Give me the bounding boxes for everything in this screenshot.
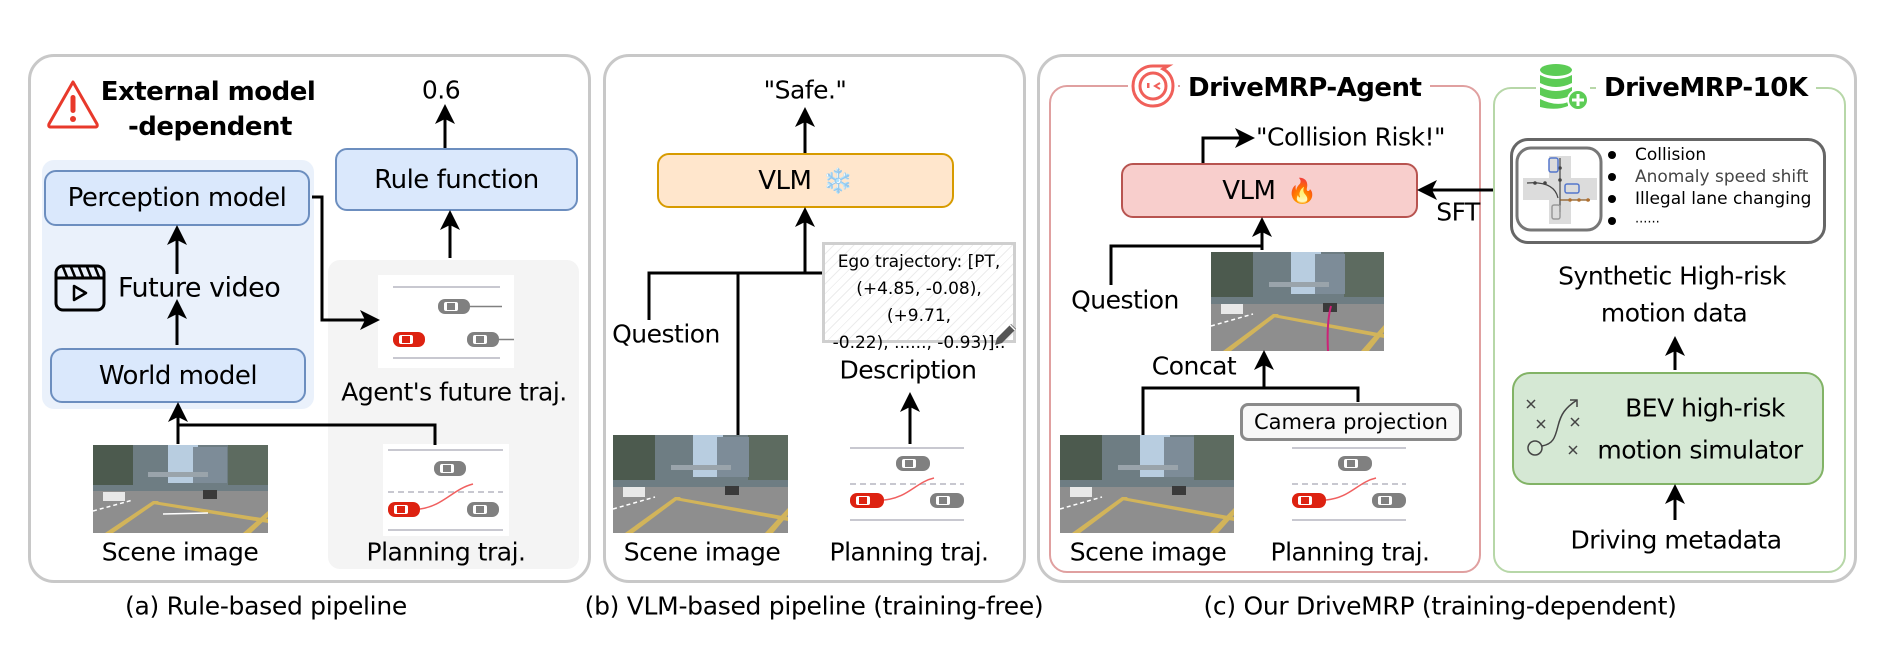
risk-bullet-1	[1608, 151, 1616, 159]
risk-type-more: ......	[1635, 211, 1660, 227]
rule-function-box: Rule function	[335, 148, 578, 211]
agent-logo-icon	[1128, 62, 1178, 110]
pencil-icon	[995, 324, 1016, 345]
planning-traj-image-a	[383, 444, 509, 536]
question-label-b: Question	[612, 319, 720, 349]
description-line-3: -0.22), ......, -0.93)]..	[832, 333, 1006, 353]
ego-car	[393, 332, 425, 347]
scene-image-b	[613, 435, 788, 533]
scene-image-c	[1060, 435, 1234, 533]
agent-future-traj-label: Agent's future traj.	[341, 377, 567, 407]
other-car-2	[467, 332, 514, 347]
projected-trajectory	[1326, 305, 1332, 351]
rule-output-value: 0.6	[421, 75, 461, 105]
vlm-frozen-label: VLM	[758, 165, 812, 196]
description-line-1: Ego trajectory: [PT,	[837, 252, 1001, 272]
planning-traj-c-label: Planning traj.	[1270, 537, 1430, 567]
concat-label: Concat	[1151, 351, 1237, 381]
planning-traj-image-c	[1290, 446, 1408, 524]
trajectory-plan-icon	[1526, 399, 1580, 456]
simulator-line1: BEV high-risk	[1625, 393, 1785, 423]
drivemrp-agent-title: DriveMRP-Agent	[1180, 73, 1430, 103]
driving-metadata-label: Driving metadata	[1570, 525, 1782, 555]
scene-image-b-label: Scene image	[623, 537, 781, 567]
vlm-output-safe: "Safe."	[763, 75, 847, 105]
description-line-2: (+4.85, -0.08), (+9.71,	[856, 279, 982, 326]
video-clapper-icon	[54, 264, 106, 312]
vlm-trainable-label: VLM	[1222, 175, 1276, 206]
caption-c: (c) Our DriveMRP (training-dependent)	[1203, 591, 1677, 621]
planning-traj-a-label: Planning traj.	[366, 537, 526, 567]
scene-image-c-label: Scene image	[1069, 537, 1227, 567]
projected-scene-image	[1211, 252, 1384, 351]
vlm-frozen-box: VLM ❄️	[657, 153, 954, 208]
caption-a: (a) Rule-based pipeline	[125, 591, 407, 621]
world-model-box: World model	[50, 348, 306, 403]
bev-simulator-box	[1512, 372, 1824, 485]
risk-bullet-4	[1608, 217, 1616, 225]
synthetic-data-line2: motion data	[1600, 298, 1748, 328]
risk-type-illegal-lane: Illegal lane changing	[1635, 189, 1812, 209]
risk-type-anomaly-speed: Anomaly speed shift	[1635, 167, 1809, 187]
vlm-trainable-box: VLM 🔥	[1121, 163, 1418, 218]
warning-title-line1: External model	[100, 77, 316, 107]
warning-title-line2: -dependent	[128, 112, 292, 142]
agent-future-traj-image	[378, 275, 514, 368]
sft-label: SFT	[1436, 197, 1480, 227]
bev-intersection-thumbnail	[1515, 146, 1603, 232]
question-label-c: Question	[1071, 285, 1179, 315]
risk-type-collision: Collision	[1635, 145, 1707, 165]
other-car-1	[438, 299, 502, 314]
description-label: Description	[839, 355, 977, 385]
caption-b: (b) VLM-based pipeline (training-free)	[584, 591, 1044, 621]
drivemrp-10k-title: DriveMRP-10K	[1596, 73, 1816, 103]
risk-bullet-3	[1608, 195, 1616, 203]
risk-types-box	[1510, 138, 1826, 244]
risk-bullet-2	[1608, 173, 1616, 181]
collision-risk-output: "Collision Risk!"	[1256, 122, 1446, 152]
synthetic-data-line1: Synthetic High-risk	[1558, 261, 1786, 291]
perception-model-box: Perception model	[44, 170, 310, 226]
database-add-icon	[1536, 62, 1590, 112]
snowflake-icon: ❄️	[823, 166, 853, 195]
description-text-box: Ego trajectory: [PT, (+4.85, -0.08), (+9…	[822, 242, 1016, 353]
planning-traj-image-b	[848, 446, 966, 524]
scene-image-a-label: Scene image	[101, 537, 259, 567]
warning-triangle-icon	[47, 80, 99, 129]
simulator-line2: motion simulator	[1597, 435, 1803, 465]
fire-icon: 🔥	[1287, 176, 1317, 205]
planning-traj-b-label: Planning traj.	[829, 537, 989, 567]
future-video-label: Future video	[118, 272, 281, 304]
scene-image-a	[93, 445, 268, 533]
camera-projection-box: Camera projection	[1240, 403, 1462, 441]
